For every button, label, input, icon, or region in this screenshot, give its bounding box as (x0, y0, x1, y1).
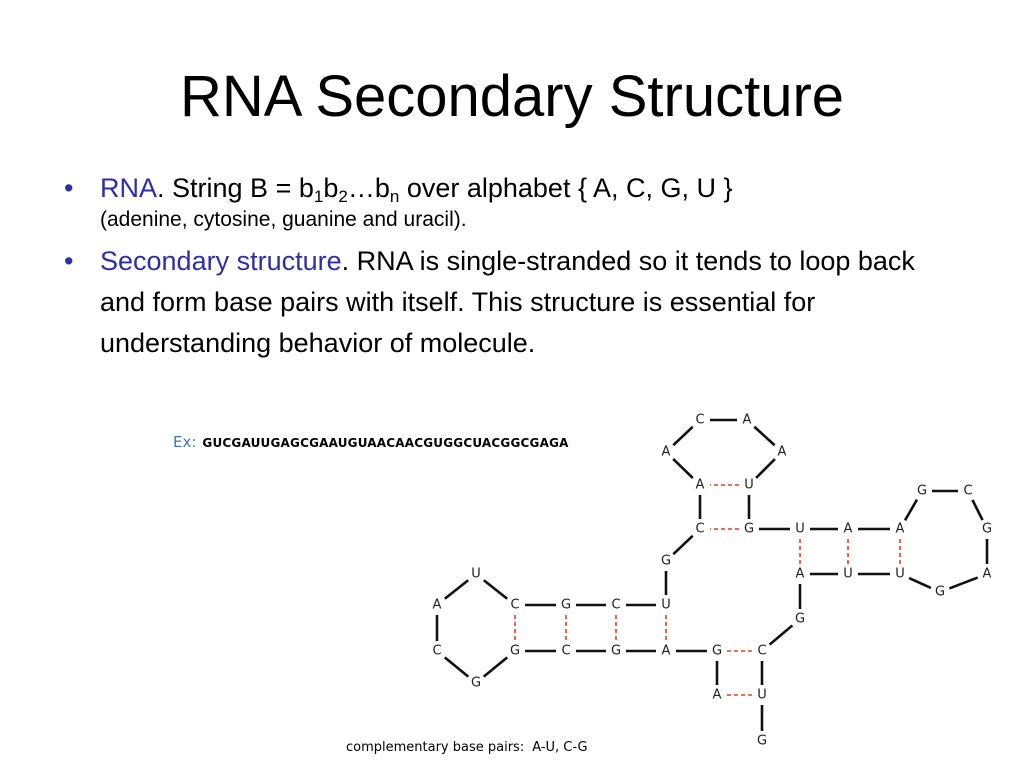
rna-definition-mid2: …b (347, 173, 390, 203)
base-g: G (917, 484, 927, 499)
base-g: G (471, 676, 481, 691)
example-label: Ex: (173, 433, 197, 451)
backbone-link (753, 425, 776, 447)
bullet-list: • RNA. String B = b1b2…bn over alphabet … (58, 168, 958, 364)
base-c: C (611, 598, 620, 613)
base-g: G (935, 585, 945, 600)
base-u: U (795, 522, 805, 537)
base-g: G (982, 522, 992, 537)
backbone-link (444, 579, 469, 600)
complementary-pairs-label: complementary base pairs: (346, 740, 525, 755)
base-a: A (983, 567, 992, 582)
backbone-link (755, 458, 776, 479)
backbone-link (768, 624, 794, 646)
base-g: G (744, 522, 754, 537)
base-u: U (744, 478, 754, 493)
base-u: U (661, 598, 671, 613)
term-rna: RNA (100, 173, 158, 203)
bullet-rna: • RNA. String B = b1b2…bn over alphabet … (58, 168, 958, 233)
base-g: G (757, 734, 767, 749)
rna-definition-mid1: b (323, 173, 339, 203)
base-a: A (844, 522, 853, 537)
base-c: C (695, 413, 704, 428)
backbone-link (483, 579, 508, 600)
base-c: C (432, 644, 441, 659)
subscript-n: n (389, 187, 400, 206)
secondary-structure-text: . RNA is single-stranded so it tends to … (100, 246, 915, 358)
bullet-secondary-structure: • Secondary structure. RNA is single-str… (58, 241, 958, 364)
base-c: C (510, 598, 519, 613)
rna-definition-post: over alphabet { A, C, G, U } (399, 173, 733, 203)
backbone-link (672, 458, 694, 479)
term-secondary-structure: Secondary structure (100, 246, 342, 276)
backbone-link (672, 534, 694, 556)
base-u: U (471, 567, 481, 582)
base-a: A (696, 478, 705, 493)
base-a: A (796, 567, 805, 582)
base-u: U (843, 567, 853, 582)
slide-title: RNA Secondary Structure (179, 64, 845, 129)
base-u: U (757, 688, 767, 703)
base-a: A (743, 413, 752, 428)
base-g: G (661, 554, 671, 569)
rna-definition-pre: . String B = b (157, 173, 314, 203)
base-c: C (561, 644, 570, 659)
backbone-link (672, 425, 694, 447)
backbone-link (443, 656, 470, 678)
base-g: G (561, 598, 571, 613)
base-c: C (963, 484, 972, 499)
backbone-link (971, 499, 984, 521)
rna-bases-note: (adenine, cytosine, guanine and uracil). (100, 208, 467, 231)
base-a: A (896, 522, 905, 537)
backbone-link (908, 576, 932, 590)
complementary-pairs-note: complementary base pairs: A-U, C-G (346, 740, 588, 755)
base-a: A (778, 445, 787, 460)
base-a: A (433, 598, 442, 613)
base-g: G (611, 644, 621, 659)
backbone-link (903, 499, 919, 521)
base-c: C (695, 522, 704, 537)
base-a: A (713, 688, 722, 703)
subscript-2: 2 (338, 187, 348, 206)
backbone-link (482, 656, 509, 678)
base-g: G (795, 612, 805, 627)
base-c: C (757, 644, 766, 659)
base-g: G (510, 644, 520, 659)
base-g: G (712, 644, 722, 659)
example-sequence: Ex: GUCGAUUGAGCGAAUGUAACAACGUGGCUACGGCGAG… (173, 432, 569, 451)
base-a: A (662, 445, 671, 460)
complementary-pairs-value: A-U, C-G (532, 740, 588, 755)
bullet-marker: • (64, 173, 74, 203)
bullet-marker: • (64, 246, 74, 276)
base-u: U (895, 567, 905, 582)
backbone-link (948, 576, 979, 590)
base-a: A (662, 644, 671, 659)
subscript-1: 1 (313, 187, 324, 206)
example-sequence-text: GUCGAUUGAGCGAAUGUAACAACGUGGCUACGGCGAGA (202, 436, 569, 450)
